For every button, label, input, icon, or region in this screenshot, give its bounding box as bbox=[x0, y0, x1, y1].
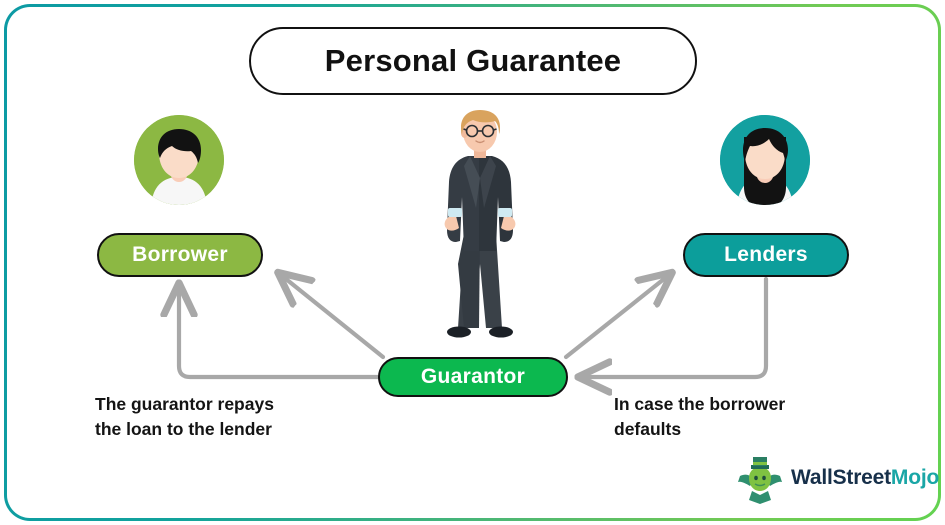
bull-tophat-mascot-icon bbox=[738, 457, 782, 504]
diagram-title-pill: Personal Guarantee bbox=[249, 27, 697, 95]
wallstreetmojo-logo[interactable]: WallStreetMojo bbox=[735, 456, 939, 504]
node-borrower-label: Borrower bbox=[132, 243, 228, 266]
arrow-guarantor-to-borrower-diagonal bbox=[281, 275, 386, 360]
caption-right: In case the borrower defaults bbox=[614, 392, 874, 443]
caption-left-line1: The guarantor repays bbox=[95, 394, 274, 414]
node-guarantor-label: Guarantor bbox=[420, 365, 526, 388]
caption-left-line2: the loan to the lender bbox=[95, 419, 272, 440]
page-title: Personal Guarantee bbox=[324, 43, 622, 78]
arrow-guarantor-to-borrower-elbow bbox=[179, 287, 381, 380]
node-lenders-label: Lenders bbox=[724, 243, 808, 266]
logo-text-primary: WallStreet bbox=[791, 466, 891, 489]
male-avatar-icon bbox=[134, 115, 224, 205]
node-lenders[interactable]: Lenders bbox=[683, 233, 849, 277]
arrow-guarantor-to-lenders-diagonal bbox=[563, 275, 669, 360]
caption-right-line1: In case the borrower bbox=[614, 394, 786, 414]
node-borrower[interactable]: Borrower bbox=[97, 233, 263, 277]
businessman-illustration bbox=[420, 104, 540, 346]
caption-right-line2: defaults bbox=[614, 419, 682, 440]
logo-text-accent: Mojo bbox=[890, 466, 940, 489]
logo-wordmark: WallStreetMojo bbox=[791, 466, 939, 490]
arrow-lenders-to-guarantor-elbow bbox=[582, 276, 769, 377]
caption-left: The guarantor repays the loan to the len… bbox=[95, 392, 355, 443]
node-guarantor[interactable]: Guarantor bbox=[378, 357, 568, 397]
female-avatar-icon bbox=[720, 115, 810, 205]
